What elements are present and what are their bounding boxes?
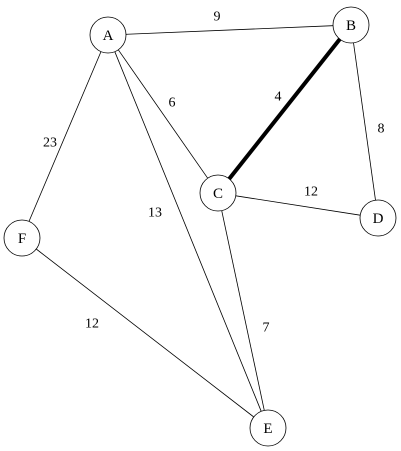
edge-weights-layer: 9 6 13 23 4 8 12 7 12 (43, 10, 385, 336)
edge-weight-b-d: 8 (378, 122, 385, 137)
node-c: C (199, 174, 237, 212)
node-label: E (263, 421, 272, 437)
edge-weight-a-e: 13 (148, 206, 162, 221)
edge-c-d (235, 195, 361, 216)
node-b: B (332, 6, 370, 44)
edge-weight-a-f: 23 (43, 136, 57, 151)
edge-b-d (353, 42, 376, 201)
edge-b-c (227, 37, 342, 181)
node-d: D (359, 199, 397, 237)
edge-weight-c-e: 7 (263, 321, 270, 336)
node-label: A (103, 28, 114, 44)
edge-weight-c-d: 12 (304, 185, 318, 200)
edges-layer (28, 25, 376, 418)
node-circle (249, 409, 287, 447)
edge-a-c (117, 49, 209, 179)
node-circle (3, 219, 41, 257)
node-label: C (213, 186, 223, 202)
node-circle (89, 16, 127, 54)
edge-weight-a-c: 6 (169, 96, 176, 111)
edge-c-e (221, 210, 265, 411)
node-a: A (89, 16, 127, 54)
edge-weight-b-c: 4 (275, 90, 282, 105)
nodes-layer: A B C D E F (3, 6, 397, 447)
edge-a-e (114, 51, 262, 412)
node-label: B (346, 18, 356, 34)
edge-f-e (35, 248, 255, 418)
edge-a-b (125, 25, 334, 35)
node-label: D (373, 211, 384, 227)
node-circle (332, 6, 370, 44)
node-f: F (3, 219, 41, 257)
edge-a-f (28, 51, 102, 222)
node-circle (199, 174, 237, 212)
node-e: E (249, 409, 287, 447)
edge-weight-a-b: 9 (214, 10, 221, 25)
edge-weight-f-e: 12 (85, 317, 99, 332)
node-label: F (18, 231, 26, 247)
node-circle (359, 199, 397, 237)
